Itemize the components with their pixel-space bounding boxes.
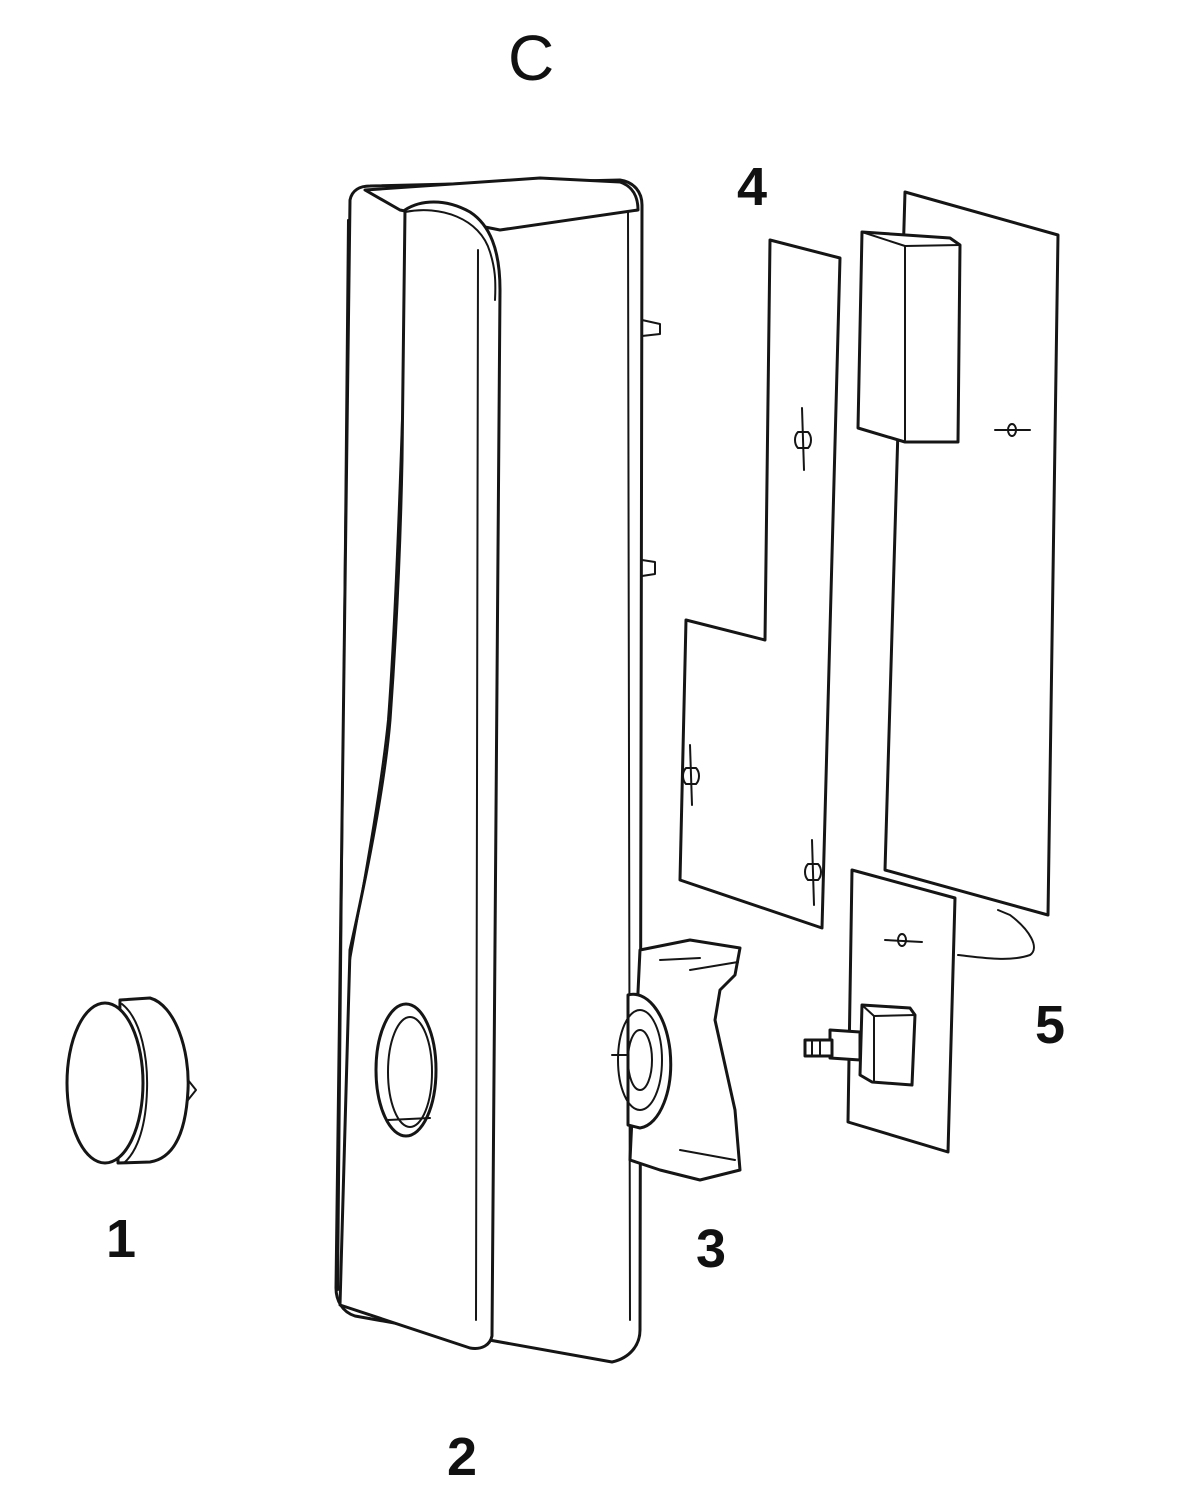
part-label-4: 4 [737, 157, 768, 217]
part-label-2: 2 [447, 1427, 478, 1487]
part-label-1: 1 [106, 1209, 137, 1269]
part-2-housing [334, 176, 661, 1364]
part-3-motor [611, 938, 742, 1182]
figure-title: C [508, 22, 555, 94]
part-label-3: 3 [696, 1219, 727, 1279]
part-4-board [678, 238, 842, 930]
part-5-board-assembly [803, 190, 1060, 1154]
part-label-5: 5 [1035, 995, 1066, 1055]
part-1-knob [65, 996, 197, 1165]
